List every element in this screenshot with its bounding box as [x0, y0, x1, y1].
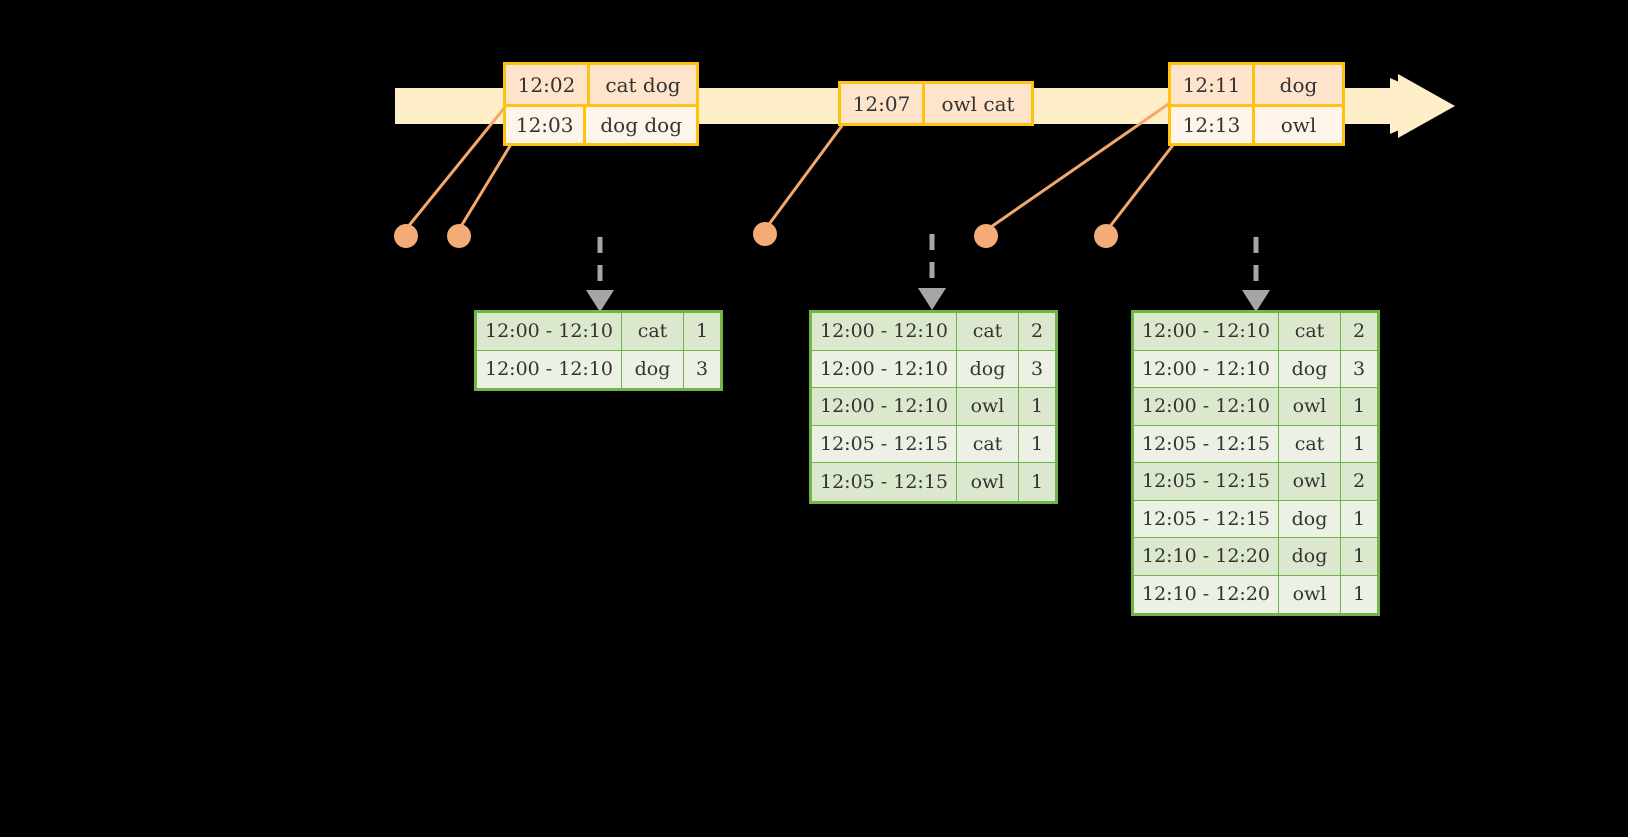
- record-dot-1: [394, 224, 418, 248]
- event-group-3[interactable]: 12:11 dog 12:13 owl: [1168, 62, 1345, 146]
- cell-count: 1: [1352, 545, 1366, 568]
- cell-count: 1: [1030, 470, 1044, 493]
- event-group-2[interactable]: 12:07 owl cat: [838, 81, 1034, 126]
- cell-window: 12:00 - 12:10: [1134, 388, 1279, 425]
- cell-count: 1: [1030, 432, 1044, 455]
- cell-word: cat: [1279, 425, 1341, 462]
- cell-word: dog: [622, 350, 684, 388]
- cell-count: 1: [1352, 507, 1366, 530]
- record-dot-3: [753, 222, 777, 246]
- cell-count: 1: [1352, 432, 1366, 455]
- trigger-arrow-head-1: [586, 290, 614, 312]
- cell-count: 2: [1352, 320, 1366, 343]
- cell-window: 12:05 - 12:15: [812, 463, 957, 501]
- cell-window: 12:10 - 12:20: [1134, 575, 1279, 613]
- event-row[interactable]: 12:02 cat dog: [506, 65, 696, 104]
- cell-window: 12:00 - 12:10: [812, 313, 957, 350]
- event-words: owl: [1280, 113, 1317, 137]
- cell-word: owl: [957, 463, 1019, 501]
- record-dot-2: [447, 224, 471, 248]
- cell-window: 12:00 - 12:10: [1134, 313, 1279, 350]
- cell-window: 12:00 - 12:10: [812, 350, 957, 387]
- cell-word: cat: [957, 313, 1019, 350]
- cell-window: 12:10 - 12:20: [1134, 538, 1279, 575]
- trigger-arrow-head-2: [918, 288, 946, 310]
- connector-line-1213: [1106, 135, 1182, 230]
- cell-count: 1: [1352, 395, 1366, 418]
- connector-line-1202: [405, 95, 516, 229]
- cell-word: dog: [1279, 538, 1341, 575]
- cell-word: cat: [622, 313, 684, 350]
- cell-window: 12:00 - 12:10: [477, 313, 622, 350]
- event-words: dog: [1279, 72, 1318, 97]
- cell-window: 12:00 - 12:10: [1134, 350, 1279, 387]
- cell-window: 12:05 - 12:15: [1134, 500, 1279, 537]
- event-row[interactable]: 12:03 dog dog: [506, 104, 696, 143]
- cell-word: dog: [1279, 350, 1341, 387]
- trigger-arrows: [597, 234, 1259, 292]
- connector-line-1207: [765, 111, 854, 228]
- cell-window: 12:05 - 12:15: [812, 425, 957, 462]
- cell-count: 3: [1352, 357, 1366, 380]
- cell-word: owl: [1279, 575, 1341, 613]
- event-time: 12:07: [841, 84, 925, 123]
- event-words: dog dog: [600, 113, 682, 137]
- cell-count: 1: [1030, 395, 1044, 418]
- connector-line-1203: [458, 135, 518, 229]
- cell-word: owl: [957, 388, 1019, 425]
- event-time: 12:13: [1171, 107, 1255, 143]
- cell-count: 1: [1352, 583, 1366, 606]
- event-row[interactable]: 12:13 owl: [1171, 104, 1342, 143]
- cell-word: owl: [1279, 463, 1341, 500]
- connector-lines: [405, 94, 1182, 231]
- trigger-arrow-heads: [586, 288, 1270, 312]
- event-words: cat dog: [605, 72, 681, 97]
- cell-word: dog: [1279, 500, 1341, 537]
- cell-count: 3: [695, 358, 709, 381]
- event-words: owl cat: [941, 91, 1015, 116]
- event-time: 12:11: [1171, 65, 1255, 104]
- cell-count: 2: [1030, 320, 1044, 343]
- event-group-1[interactable]: 12:02 cat dog 12:03 dog dog: [503, 62, 699, 146]
- record-dots: [394, 222, 1118, 248]
- event-time: 12:03: [506, 107, 587, 143]
- event-time: 12:02: [506, 65, 590, 104]
- record-dot-5: [1094, 224, 1118, 248]
- connector-line-1211: [987, 94, 1181, 231]
- cell-word: cat: [957, 425, 1019, 462]
- event-row[interactable]: 12:11 dog: [1171, 65, 1342, 104]
- cell-word: owl: [1279, 388, 1341, 425]
- cell-word: cat: [1279, 313, 1341, 350]
- cell-count: 2: [1352, 470, 1366, 493]
- cell-window: 12:00 - 12:10: [812, 388, 957, 425]
- record-dot-4: [974, 224, 998, 248]
- cell-count: 1: [695, 320, 709, 343]
- cell-window: 12:05 - 12:15: [1134, 463, 1279, 500]
- cell-count: 3: [1030, 357, 1044, 380]
- cell-window: 12:00 - 12:10: [477, 350, 622, 388]
- trigger-arrow-head-3: [1242, 290, 1270, 312]
- cell-window: 12:05 - 12:15: [1134, 425, 1279, 462]
- cell-word: dog: [957, 350, 1019, 387]
- event-row[interactable]: 12:07 owl cat: [841, 84, 1031, 123]
